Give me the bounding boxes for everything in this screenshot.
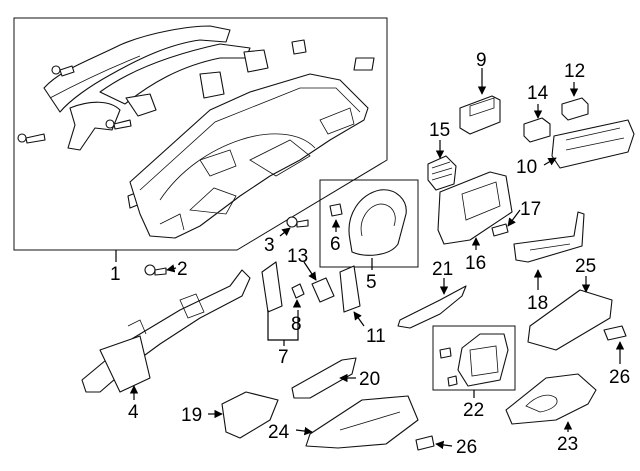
instrument-panel-group-box [13, 17, 388, 251]
reinforcement-part-4[interactable] [81, 269, 251, 393]
bracket-part-18[interactable] [513, 211, 585, 263]
callout-6: 6 [330, 234, 341, 255]
callout-11: 11 [366, 326, 386, 347]
callout-7: 7 [278, 347, 289, 368]
callout-21: 21 [432, 259, 453, 280]
lower-cover-part-22[interactable] [439, 333, 509, 387]
callout-10: 10 [516, 157, 537, 178]
clip-part-8[interactable] [291, 283, 305, 299]
trim-part-7[interactable] [261, 261, 283, 313]
callout-25: 25 [575, 256, 596, 277]
under-cover-part-24[interactable] [305, 395, 419, 449]
callout-13: 13 [287, 246, 308, 267]
callout-22: 22 [463, 400, 484, 421]
callout-15: 15 [429, 120, 450, 141]
clip-part-17[interactable] [491, 223, 509, 237]
clip-part-6[interactable] [329, 203, 343, 217]
side-cover-part-19[interactable] [221, 391, 279, 439]
callout-14: 14 [527, 83, 549, 104]
bolt-part-2[interactable] [144, 264, 167, 276]
callout-26-bottom: 26 [456, 437, 477, 458]
garnish-part-21[interactable] [397, 285, 467, 329]
callout-20: 20 [359, 369, 380, 390]
callout-5: 5 [366, 272, 377, 293]
callout-1: 1 [110, 264, 121, 285]
switch-part-13[interactable] [311, 277, 335, 303]
switch-panel-part-10[interactable] [551, 119, 635, 169]
callout-labels: 1 2 3 4 5 6 7 8 9 10 11 12 13 14 15 16 1… [110, 50, 630, 458]
leader-lines [115, 68, 625, 450]
cluster-cover-part[interactable] [348, 189, 407, 256]
switch-part-12[interactable] [561, 97, 589, 121]
panel-part-25[interactable] [527, 289, 613, 351]
callout-2: 2 [177, 259, 188, 280]
switch-part-14[interactable] [523, 117, 551, 143]
cluster-cover-group-box [319, 179, 419, 268]
bolt-part-3[interactable] [286, 216, 309, 228]
callout-16: 16 [465, 253, 486, 274]
callout-12: 12 [564, 61, 585, 82]
bezel-part-11[interactable] [339, 265, 361, 313]
vent-part-15[interactable] [427, 155, 457, 191]
panel-part-20[interactable] [291, 357, 357, 399]
callout-9: 9 [476, 50, 487, 71]
callout-23: 23 [557, 434, 578, 455]
callout-17: 17 [520, 199, 541, 220]
instrument-panel-part[interactable] [129, 73, 369, 239]
ducts-part[interactable] [43, 25, 269, 151]
callout-8: 8 [291, 314, 302, 335]
callout-24: 24 [268, 422, 290, 443]
center-bezel-part-16[interactable] [437, 171, 513, 245]
callout-3: 3 [264, 235, 275, 256]
clip-part-26-right[interactable] [603, 325, 627, 341]
callout-19: 19 [181, 405, 202, 426]
callout-18: 18 [527, 293, 548, 314]
tray-part-23[interactable] [505, 373, 597, 425]
callout-26-right: 26 [609, 367, 630, 388]
switch-part-9[interactable] [459, 95, 501, 135]
callout-4: 4 [128, 402, 139, 423]
clip-part-26-bottom[interactable] [415, 435, 435, 451]
